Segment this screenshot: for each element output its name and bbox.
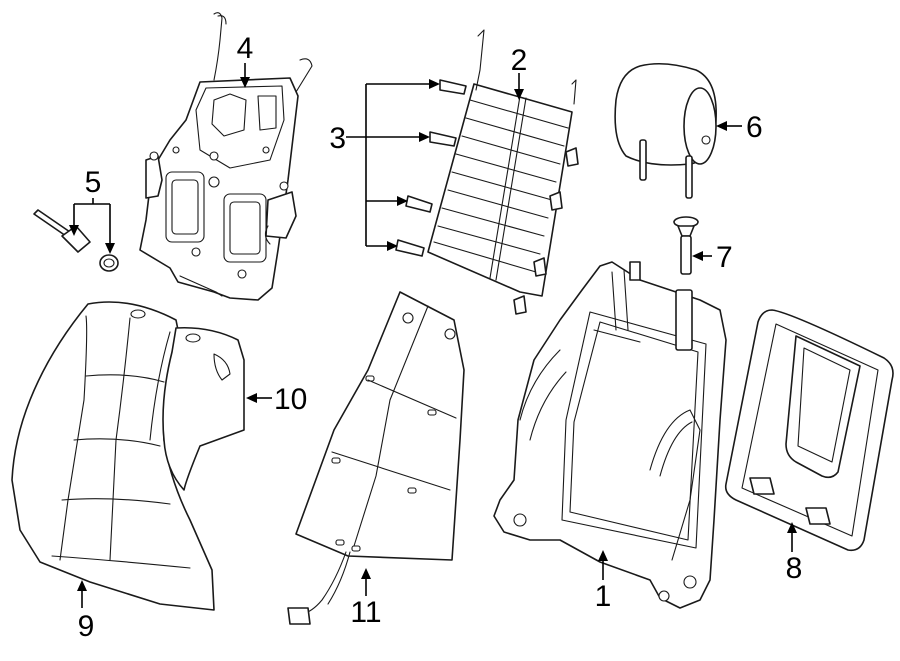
callout-3: 3 xyxy=(329,122,346,155)
part-3-clips xyxy=(395,79,467,257)
part-7-headrest-guide xyxy=(673,216,699,275)
part-6-headrest xyxy=(614,62,717,199)
callout-8: 8 xyxy=(786,552,803,585)
callout-7: 7 xyxy=(716,241,733,274)
part-9-seat-back-cover xyxy=(11,301,215,611)
callout-6: 6 xyxy=(746,111,763,144)
part-5-bolt-and-washer xyxy=(33,209,119,272)
part-4-mechanism-plate xyxy=(139,12,313,301)
callout-2: 2 xyxy=(511,44,528,77)
part-10-side-cover xyxy=(162,326,245,491)
part-8-back-panel xyxy=(724,309,894,552)
part-1-seat-back-frame xyxy=(493,261,727,609)
callout-1: 1 xyxy=(595,580,612,613)
leader-lines xyxy=(69,63,797,608)
callout-5: 5 xyxy=(85,166,102,199)
part-11-heater-pad xyxy=(287,291,465,625)
callout-9: 9 xyxy=(78,610,95,643)
callout-4: 4 xyxy=(237,32,254,65)
callout-11: 11 xyxy=(350,596,381,629)
part-2-lumbar-support xyxy=(427,29,579,315)
callout-10: 10 xyxy=(274,383,307,416)
callout-labels: 1 2 3 4 5 6 7 8 9 10 11 xyxy=(78,32,803,643)
